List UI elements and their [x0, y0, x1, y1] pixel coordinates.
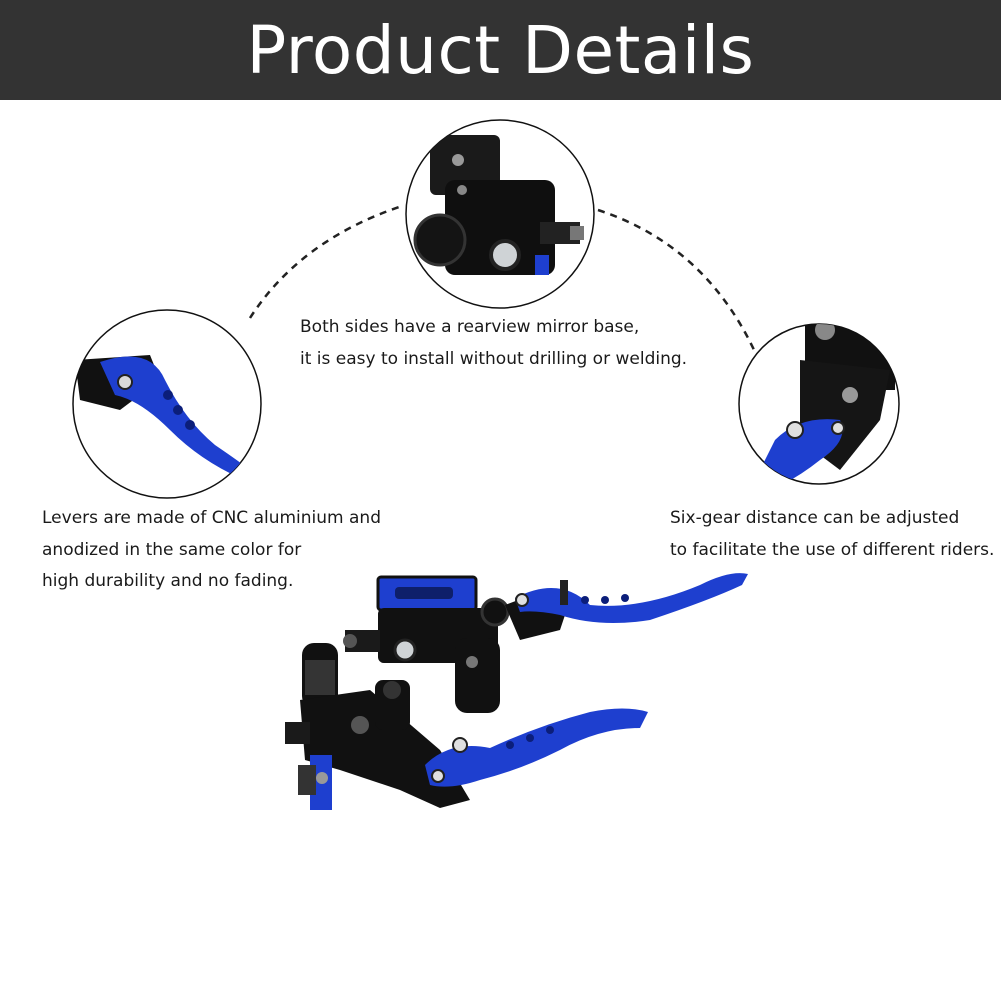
caption-line: Levers are made of CNC aluminium and [42, 508, 381, 528]
mirror-base-detail-image [405, 119, 595, 309]
caption-line: it is easy to install without drilling o… [300, 348, 688, 369]
caption-lever-material: Levers are made of CNC aluminium and ano… [42, 503, 381, 598]
caption-line: high durability and no fading. [42, 571, 294, 591]
caption-line: anodized in the same color for [42, 539, 302, 560]
caption-mirror-base: Both sides have a rearview mirror base, … [300, 312, 687, 375]
caption-line: to facilitate the use of different rider… [670, 539, 995, 560]
connector-arc-right [597, 208, 757, 353]
lever-detail-image [72, 309, 262, 499]
caption-adjustable-distance: Six-gear distance can be adjusted to fac… [670, 503, 994, 566]
page-title: Product Details [246, 11, 755, 89]
caption-line: Both sides have a rearview mirror base, [300, 317, 640, 337]
caption-line: Six-gear distance can be adjusted [670, 508, 960, 528]
main-product-image [285, 573, 748, 810]
adjuster-detail-image [738, 323, 900, 485]
header-bar: Product Details [0, 0, 1001, 100]
connector-arc-left [248, 204, 403, 319]
